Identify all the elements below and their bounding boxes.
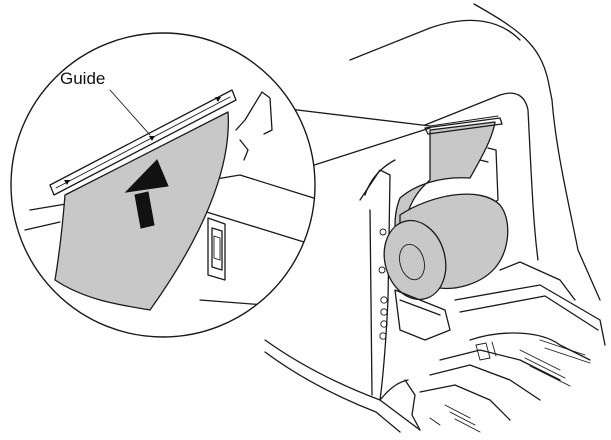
magnified-detail: Guide xyxy=(10,32,316,338)
guide-leader-line xyxy=(109,89,151,136)
paper-roll xyxy=(383,115,509,341)
arrow-up-icon xyxy=(124,159,169,229)
guide-label: Guide xyxy=(60,69,105,88)
guide-bar xyxy=(49,89,237,196)
feed-mechanism xyxy=(404,261,606,433)
